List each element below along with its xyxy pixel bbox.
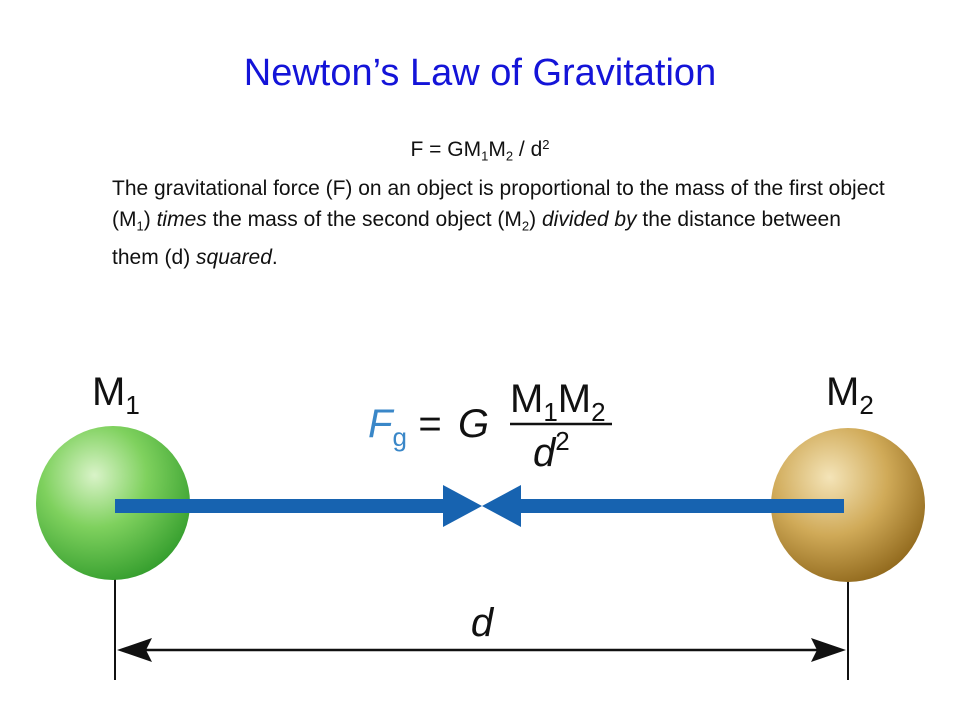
distance-label: d: [471, 601, 495, 645]
mass-2-sphere: [771, 428, 925, 582]
equals-sign: =: [418, 402, 441, 446]
explanation-part-2: ): [143, 208, 157, 231]
formula-m2: M: [488, 138, 506, 162]
force-arrow-left-head: [443, 485, 482, 527]
force-arrow-right-head: [482, 485, 521, 527]
formula-line: F = GM1M2 / d2: [0, 137, 960, 164]
explanation-emphasis-times: times: [156, 208, 207, 231]
explanation-emphasis-squared: squared: [196, 245, 272, 269]
equation-denominator: d2: [533, 426, 570, 475]
explanation-part-4: ): [529, 208, 542, 231]
mass-2-label: M2: [826, 370, 874, 420]
equation-numerator: M1M2: [510, 377, 606, 427]
distance-arrow-right-head: [811, 638, 846, 662]
force-symbol: Fg: [368, 402, 407, 452]
mass-1-sphere: [36, 426, 190, 580]
explanation-part-6: .: [271, 245, 278, 269]
explanation-part-3: the mass of the second object (M: [206, 208, 522, 231]
force-arrow-right-shaft: [510, 499, 844, 513]
explanation-sub-2: 2: [521, 218, 530, 234]
formula-divisor: / d: [513, 138, 543, 162]
explanation-sub-1: 1: [136, 218, 144, 234]
formula-sub-1: 1: [481, 148, 489, 164]
explanation-emphasis-divided-by: divided by: [542, 208, 637, 231]
formula-sub-2: 2: [505, 148, 514, 164]
mass-1-label: M1: [92, 370, 140, 420]
distance-arrow-left-head: [117, 638, 152, 662]
formula-lhs: F = GM: [410, 138, 482, 162]
explanation-text: The gravitational force (F) on an object…: [112, 173, 892, 273]
force-arrow-left-shaft: [115, 499, 455, 513]
formula-exponent: 2: [542, 137, 550, 152]
explanation-part-1: The gravitational force (F) on an object…: [112, 177, 885, 231]
slide-title: Newton’s Law of Gravitation: [243, 52, 717, 94]
gravitational-constant: G: [458, 402, 489, 446]
explanation-part-5: the distance between them (d): [112, 208, 841, 269]
